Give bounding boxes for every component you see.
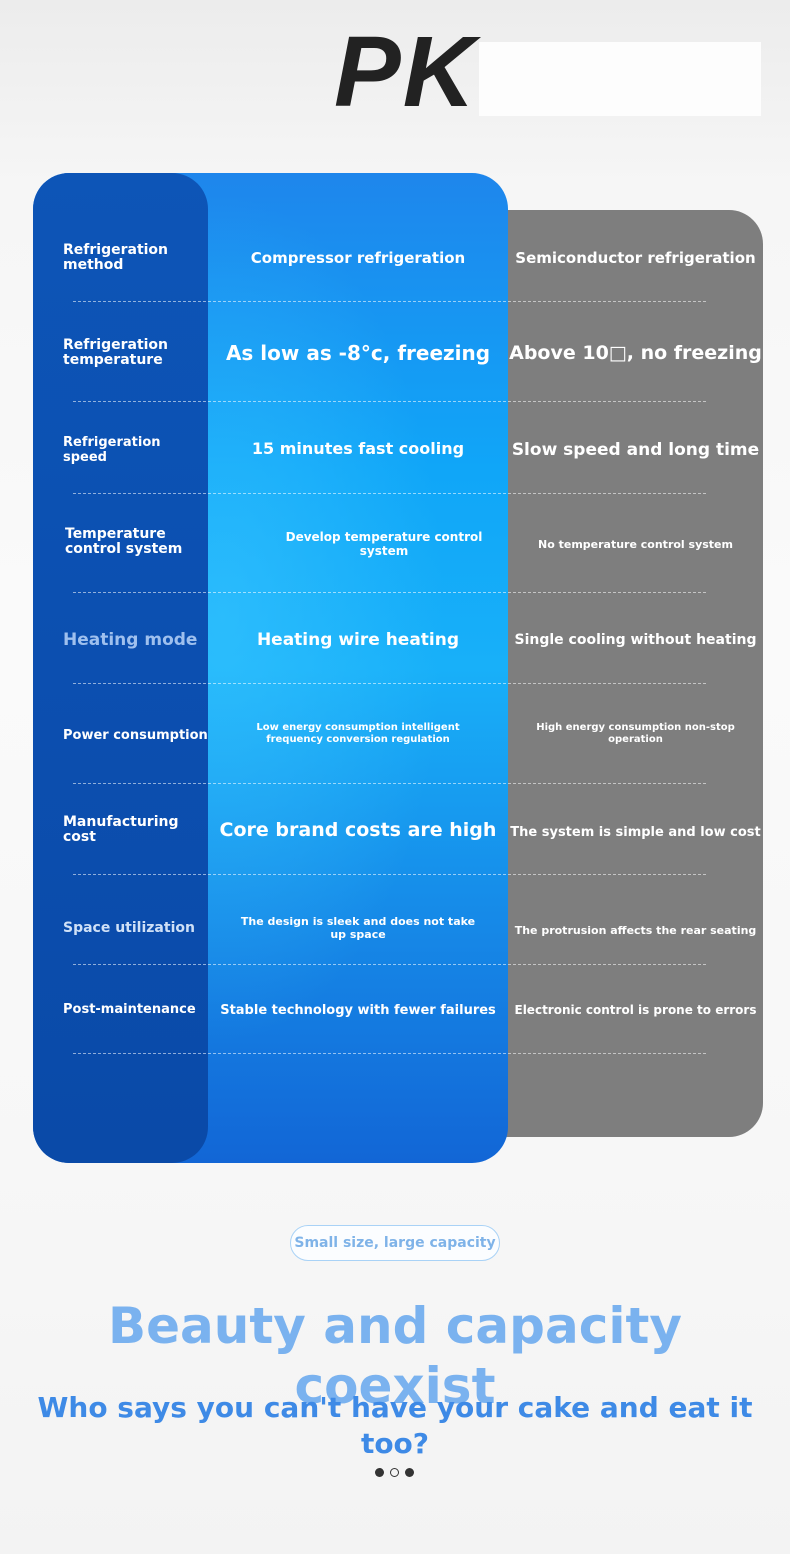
- feature-subline: Who says you can't have your cake and ea…: [37, 1391, 753, 1460]
- competitor-value: Electronic control is prone to errors: [514, 1003, 757, 1017]
- title-blank-panel: [479, 42, 761, 116]
- product-value: Stable technology with fewer failures: [220, 1002, 496, 1018]
- product-value: Low energy consumption intelligent frequ…: [256, 722, 460, 745]
- label-column: [33, 173, 208, 1163]
- row-divider: [73, 592, 706, 593]
- product-value: Compressor refrigeration: [250, 249, 466, 267]
- product-value: The design is sleek and does not take up…: [240, 915, 476, 941]
- row-divider: [73, 493, 706, 494]
- row-label: Space utilization: [63, 919, 195, 936]
- row-label: Refrigeration speed: [63, 435, 161, 465]
- competitor-value: Semiconductor refrigeration: [515, 249, 756, 267]
- row-divider: [73, 683, 706, 684]
- product-value: Heating wire heating: [256, 630, 460, 650]
- competitor-value: Above 10□, no freezing: [509, 342, 762, 364]
- feature-headline: Beauty and capacity coexist: [108, 1297, 682, 1415]
- competitor-value: High energy consumption non-stop operati…: [536, 722, 735, 745]
- carousel-dots: [375, 1468, 414, 1477]
- competitor-value: The system is simple and low cost: [510, 824, 761, 840]
- carousel-dot[interactable]: [375, 1468, 384, 1477]
- row-label: Temperature control system: [65, 526, 183, 557]
- row-divider: [73, 1053, 706, 1054]
- competitor-value: No temperature control system: [538, 537, 733, 551]
- row-label: Refrigeration method: [63, 242, 169, 273]
- competitor-value: The protrusion affects the rear seating: [514, 923, 757, 937]
- competitor-value: Single cooling without heating: [514, 632, 757, 648]
- carousel-dot[interactable]: [405, 1468, 414, 1477]
- competitor-value: Slow speed and long time: [511, 440, 760, 460]
- feature-tag: Small size, large capacity: [290, 1225, 500, 1261]
- product-value: Core brand costs are high: [219, 819, 497, 841]
- row-divider: [73, 874, 706, 875]
- competitor-column: [488, 210, 763, 1137]
- row-label: Manufacturing cost: [63, 814, 179, 845]
- row-label: Heating mode: [63, 629, 198, 650]
- row-label: Post-maintenance: [63, 1001, 196, 1017]
- product-value: Develop temperature control system: [285, 530, 483, 558]
- row-divider: [73, 301, 706, 302]
- row-divider: [73, 401, 706, 402]
- product-value: 15 minutes fast cooling: [251, 438, 465, 458]
- product-value: As low as -8°c, freezing: [225, 341, 491, 365]
- row-divider: [73, 783, 706, 784]
- row-label: Power consumption: [63, 727, 208, 743]
- row-divider: [73, 964, 706, 965]
- row-label: Refrigeration temperature: [63, 337, 169, 368]
- pk-title: PK: [334, 16, 477, 128]
- carousel-dot-active[interactable]: [390, 1468, 399, 1477]
